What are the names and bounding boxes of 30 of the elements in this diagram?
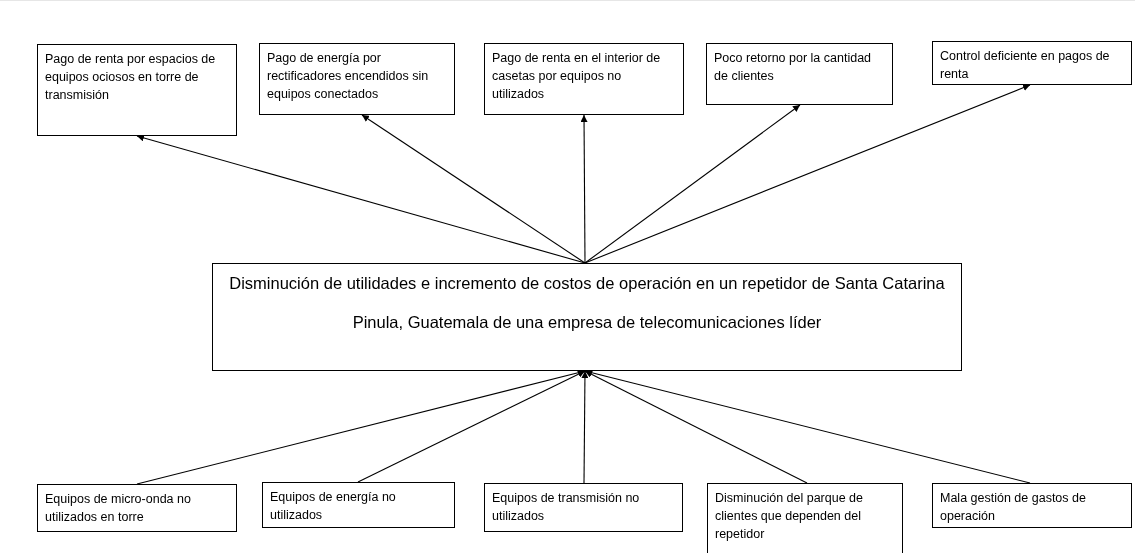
- box-text: Pago de energía por rectificadores encendidos sin equipos conectados: [267, 50, 430, 103]
- box-text: Equipos de energía no utilizados: [270, 489, 397, 524]
- arrow: [357, 370, 586, 483]
- arrow: [580, 114, 588, 264]
- cause-effect-box: [706, 43, 893, 105]
- cause-effect-box: [932, 483, 1132, 528]
- box-text: Disminución del parque de clientes que dependen del repetidor: [715, 490, 864, 543]
- box-text: Equipos de micro-onda no utilizados en torre: [45, 491, 192, 526]
- box-text: Control deficiente en pagos de renta: [940, 48, 1111, 83]
- cause-effect-box: [37, 44, 237, 136]
- cause-effect-box: [262, 482, 455, 528]
- cause-effect-box: [932, 41, 1132, 85]
- cause-effect-box: [37, 484, 237, 532]
- box-text: Mala gestión de gastos de operación: [940, 490, 1087, 525]
- arrow: [584, 370, 808, 484]
- arrow: [361, 114, 586, 264]
- box-text: Poco retorno por la cantidad de clientes: [714, 50, 873, 85]
- arrow: [584, 104, 801, 264]
- box-text: Pago de renta en el interior de casetas por equipos no utilizados: [492, 50, 662, 103]
- arrow: [581, 370, 589, 484]
- box-text: Disminución de utilidades e incremento de costos de operación en un repetidor de Santa Catarina Pinula, Guatemala de una empresa de telecomunicaciones líder: [228, 273, 946, 333]
- cause-effect-box: [707, 483, 903, 553]
- problem-box: [212, 263, 962, 371]
- cause-effect-box: [484, 43, 684, 115]
- arrow: [584, 84, 1031, 264]
- box-text: Pago de renta por espacios de equipos ociosos en torre de transmisión: [45, 51, 217, 104]
- cause-effect-box: [259, 43, 455, 115]
- box-text: Equipos de transmisión no utilizados: [492, 490, 641, 525]
- cause-effect-box: [484, 483, 683, 532]
- arrow: [584, 369, 1031, 484]
